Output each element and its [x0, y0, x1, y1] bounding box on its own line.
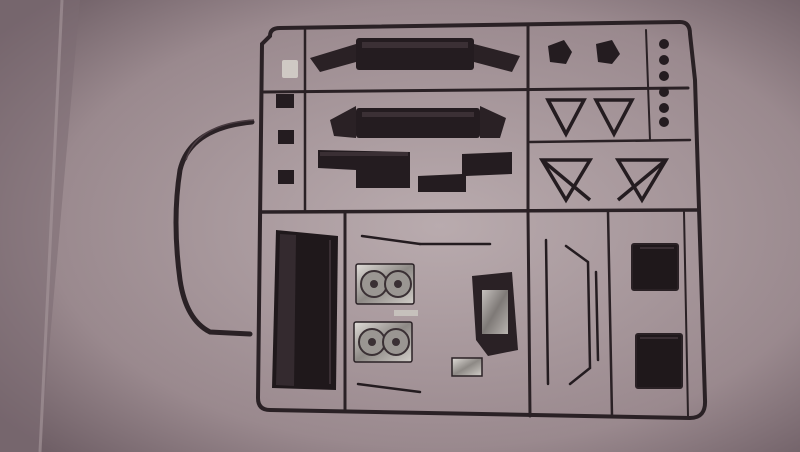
right-panel-parts: [631, 243, 683, 389]
lower-chassis-part: [330, 106, 506, 138]
a-arm-parts: [538, 98, 670, 204]
tank-part: [451, 272, 518, 377]
curved-trim-highlight: [185, 119, 255, 161]
sprue-frame: [255, 19, 708, 421]
top-chassis-part: [310, 38, 520, 72]
large-side-panel: [272, 230, 338, 390]
wall-shadow-left: [0, 0, 80, 452]
suspension-parts-top: [548, 39, 669, 127]
floor-panel-parts: [318, 150, 512, 192]
small-bracket-parts: [276, 60, 298, 184]
chrome-radiator-parts: [353, 263, 418, 363]
curved-trim-part: [173, 119, 255, 337]
wall-corner-edge: [38, 0, 64, 452]
rod-parts: [356, 234, 600, 394]
